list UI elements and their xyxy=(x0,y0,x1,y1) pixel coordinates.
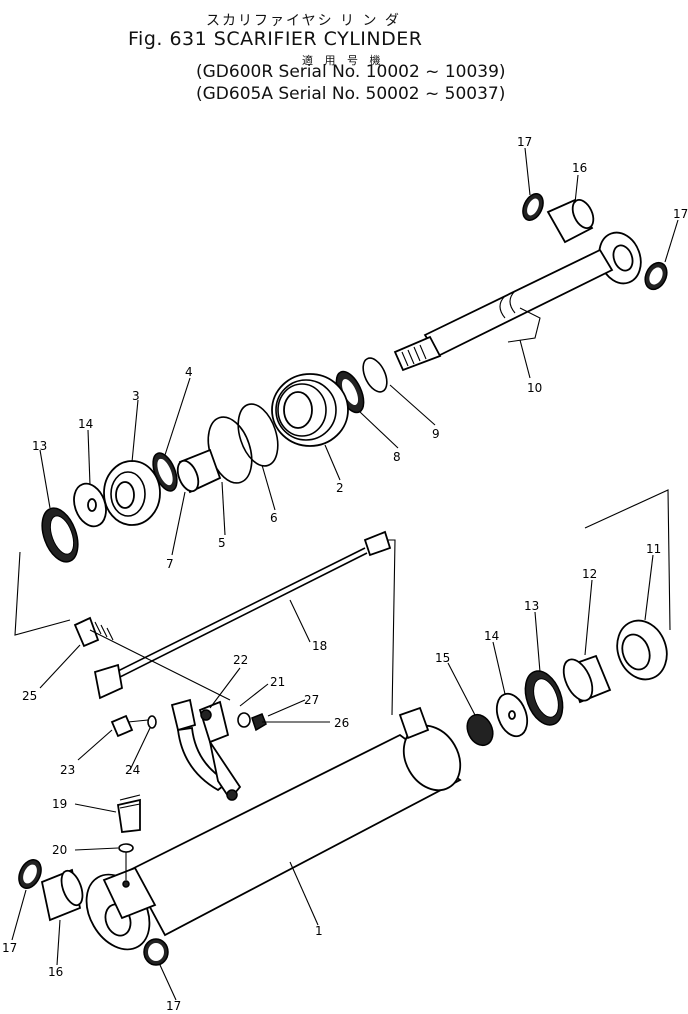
spring-washer xyxy=(237,712,251,728)
callout-12: 12 xyxy=(582,567,597,581)
callout-11: 11 xyxy=(646,542,661,556)
clamp-bolt-long xyxy=(73,616,231,701)
callout-19: 19 xyxy=(52,797,67,811)
callout-2: 2 xyxy=(336,481,344,495)
figure-title: Fig. 631 SCARIFIER CYLINDER xyxy=(128,28,423,50)
callout-13-b: 13 xyxy=(524,599,539,613)
applicable-models-label: 適 用 号 機 xyxy=(302,54,385,67)
callout-21: 21 xyxy=(270,675,285,689)
group-bracket-left xyxy=(14,551,71,636)
pipe-clamp xyxy=(170,698,242,801)
callout-16-b: 16 xyxy=(48,965,63,979)
serial-range-gd605a: (GD605A Serial No. 50002 ~ 50037) xyxy=(196,84,506,104)
piston xyxy=(271,373,349,447)
callout-17-c: 17 xyxy=(2,941,17,955)
callout-10: 10 xyxy=(527,381,542,395)
serial-range-gd600r: (GD600R Serial No. 10002 ~ 10039) xyxy=(196,62,506,82)
callout-18: 18 xyxy=(312,639,327,653)
group-bracket-right xyxy=(584,489,671,631)
callout-6: 6 xyxy=(270,511,278,525)
tube-eye-seals xyxy=(18,859,169,966)
lock-washer xyxy=(73,482,107,528)
elbow-fitting xyxy=(116,794,141,853)
callout-25: 25 xyxy=(22,689,37,703)
callout-23: 23 xyxy=(60,763,75,777)
callout-20: 20 xyxy=(52,843,67,857)
callout-14-a: 14 xyxy=(78,417,93,431)
callout-22: 22 xyxy=(233,653,248,667)
callout-9: 9 xyxy=(432,427,440,441)
callout-4: 4 xyxy=(185,365,193,379)
clamp-nut xyxy=(251,713,267,732)
callout-7: 7 xyxy=(166,557,174,571)
callout-17-d: 17 xyxy=(166,999,181,1013)
cylinder-tube xyxy=(85,706,462,951)
lower-head-assembly xyxy=(466,619,668,747)
cylinder-head xyxy=(103,460,161,526)
callout-15: 15 xyxy=(435,651,450,665)
leader-lines xyxy=(11,147,679,1001)
callout-3: 3 xyxy=(132,389,140,403)
callout-13-a: 13 xyxy=(32,439,47,453)
clamp-bolt xyxy=(110,714,134,738)
bushing xyxy=(176,448,222,494)
callout-17-a: 17 xyxy=(517,135,532,149)
callout-8: 8 xyxy=(393,450,401,464)
lock-nut xyxy=(41,507,79,563)
callout-14-b: 14 xyxy=(484,629,499,643)
callout-labels: 17 16 17 10 9 8 2 6 5 7 4 3 14 13 18 25 … xyxy=(2,135,688,1013)
callout-17-b: 17 xyxy=(673,207,688,221)
callout-5: 5 xyxy=(218,536,226,550)
rod-eye-seals xyxy=(522,193,668,291)
callout-16-a: 16 xyxy=(572,161,587,175)
callout-27: 27 xyxy=(304,693,319,707)
clamp-washer xyxy=(147,715,157,729)
callout-24: 24 xyxy=(125,763,140,777)
piston-rod xyxy=(393,231,642,372)
callout-1: 1 xyxy=(315,924,323,938)
title-japanese: スカリファイヤシ リ ン ダ xyxy=(206,13,401,29)
hydraulic-pipe xyxy=(93,530,396,716)
callout-26: 26 xyxy=(334,716,349,730)
